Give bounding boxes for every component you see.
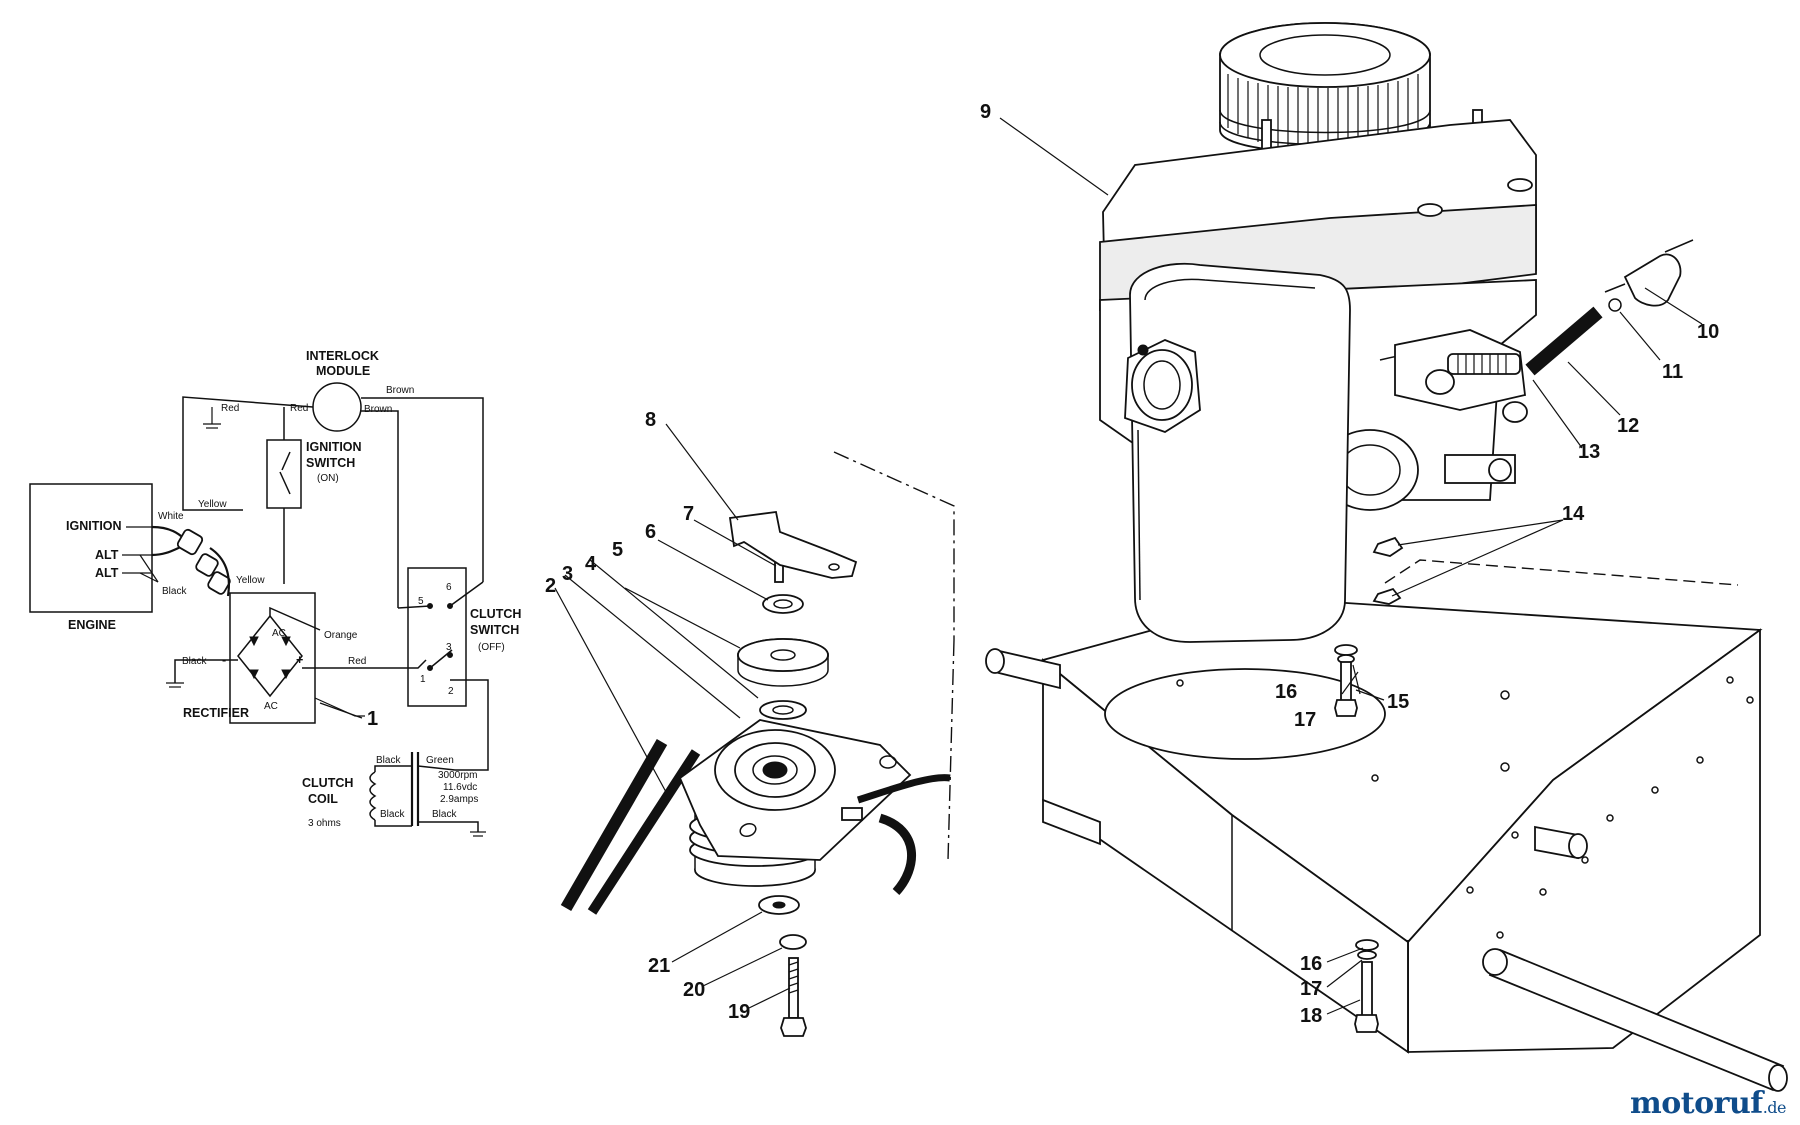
part-number: 16 [1300, 953, 1322, 975]
wire-black-coil-right: Black [432, 809, 457, 820]
axles [985, 648, 1788, 1092]
clutch-assembly [560, 510, 951, 1037]
engine-ignition-label: IGNITION [66, 519, 122, 533]
wiring-schematic: IGNITION ALT ALT ENGINE White Black Yell… [29, 349, 521, 837]
part-number: 7 [683, 503, 694, 525]
wire-red-left-label: Red [221, 403, 239, 414]
rectifier-plus: + [296, 653, 303, 667]
ignition-switch-label-3: (ON) [317, 473, 339, 484]
part-number: 4 [585, 553, 597, 575]
part-number: 3 [562, 563, 573, 585]
wire-green-label: Green [426, 755, 454, 766]
part-number: 16 [1275, 681, 1297, 703]
part-number: 10 [1697, 321, 1719, 343]
clutch-switch-label-1: CLUTCH [470, 607, 521, 621]
switch-terminal-6: 6 [446, 582, 452, 593]
watermark-tld: .de [1762, 1098, 1787, 1117]
clutch-spec-rpm: 3000rpm [438, 770, 477, 781]
part-number: 12 [1617, 415, 1639, 437]
interlock-module [312, 382, 362, 432]
wire-black-engine-label: Black [162, 586, 187, 597]
engine-box [29, 483, 153, 613]
part-number: 13 [1578, 441, 1600, 463]
wire-brown-mid-label: Brown [364, 404, 392, 415]
clutch-switch-label-3: (OFF) [478, 642, 505, 653]
wire-white-label: White [158, 511, 184, 522]
engine-alt-label-1: ALT [95, 548, 119, 562]
wire-red-rect-label: Red [348, 656, 366, 667]
interlock-label-1: INTERLOCK [306, 349, 379, 363]
part-number: 9 [980, 101, 991, 123]
switch-terminal-1: 1 [420, 674, 426, 685]
ignition-switch-label-1: IGNITION [306, 440, 362, 454]
clutch-switch-label-2: SWITCH [470, 623, 519, 637]
part-number: 21 [648, 955, 670, 977]
watermark-logo: motoruf.de [1630, 1086, 1786, 1121]
wire-brown-top-label: Brown [386, 385, 414, 396]
ignition-switch-label-2: SWITCH [306, 456, 355, 470]
part-number: 20 [683, 979, 705, 1001]
wire-yellow-right-label: Yellow [236, 575, 265, 586]
part-number: 2 [545, 575, 556, 597]
rectifier-ac-bottom: AC [264, 701, 278, 712]
clutch-coil-resistance: 3 ohms [308, 818, 341, 829]
wire-red-right-label: Red [290, 403, 308, 414]
engine-alt-label-2: ALT [95, 566, 119, 580]
clutch-spec-vdc: 11.6vdc [443, 782, 477, 793]
wire-orange-label: Orange [324, 630, 358, 641]
clutch-coil-label-1: CLUTCH [302, 776, 353, 790]
connector-plug [151, 525, 231, 597]
ignition-switch [266, 439, 302, 509]
leader-lines [554, 117, 1703, 1015]
clutch-coil-label-2: COIL [308, 792, 338, 806]
switch-terminal-5: 5 [418, 596, 424, 607]
watermark-main: motoruf [1630, 1086, 1763, 1121]
switch-terminal-3: 3 [446, 642, 452, 653]
clutch-spec-amps: 2.9amps [440, 794, 478, 805]
engine [1099, 22, 1694, 1033]
wire-black-coil-top: Black [376, 755, 401, 766]
part-number: 18 [1300, 1005, 1322, 1027]
part-number: 17 [1294, 709, 1316, 731]
part-number: 19 [728, 1001, 750, 1023]
part-number: 15 [1387, 691, 1409, 713]
part-number: 17 [1300, 978, 1322, 1000]
wire-black-rect-label: Black [182, 656, 207, 667]
engine-label: ENGINE [68, 618, 116, 632]
interlock-label-2: MODULE [316, 364, 370, 378]
wire-black-coil-bottom: Black [380, 809, 405, 820]
part-number: 1 [367, 708, 378, 730]
mower-deck [1041, 597, 1763, 1054]
rectifier-ac-top: AC [272, 628, 286, 639]
part-number: 8 [645, 409, 656, 431]
rectifier-box [229, 592, 316, 724]
part-number: 5 [612, 539, 623, 561]
part-number: 11 [1662, 361, 1683, 383]
wire-yellow-left-label: Yellow [198, 499, 227, 510]
rectifier-label: RECTIFIER [183, 706, 249, 720]
clutch-switch [407, 567, 467, 707]
switch-terminal-2: 2 [448, 686, 454, 697]
part-number: 6 [645, 521, 656, 543]
part-number-labels: 1 2 3 4 5 6 7 8 9 10 11 12 13 14 15 16 1… [367, 101, 1719, 1027]
part-number: 14 [1562, 503, 1585, 525]
